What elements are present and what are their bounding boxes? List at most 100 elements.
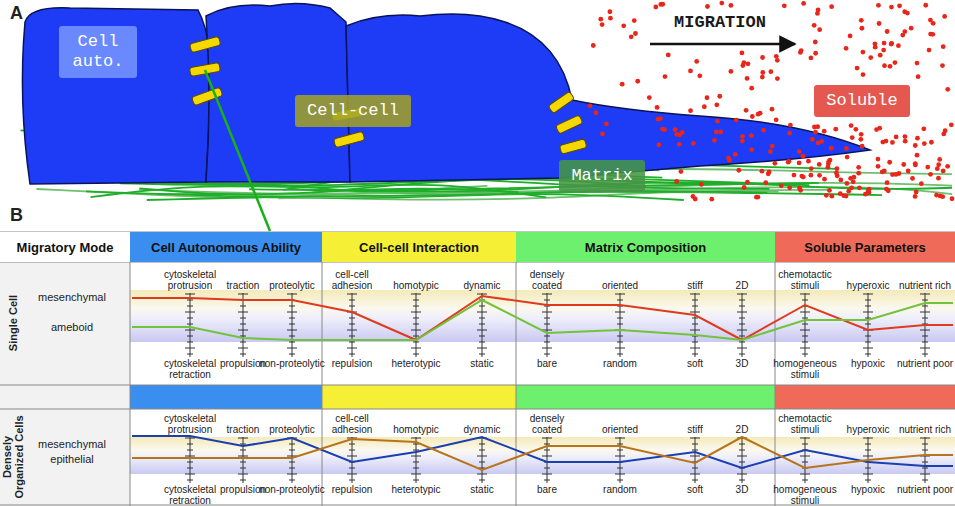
axis-pole: soft: [662, 359, 728, 370]
soluble-dot: [694, 59, 699, 64]
soluble-dot: [770, 144, 775, 149]
axis-pole: traction: [210, 281, 276, 292]
axis-pole: nutrient poor: [892, 485, 955, 496]
soluble-dot: [717, 94, 722, 99]
soluble-dot: [914, 190, 919, 195]
soluble-dot: [760, 169, 765, 174]
soluble-dot: [915, 136, 920, 141]
soluble-dot: [801, 1, 806, 6]
soluble-dot: [629, 34, 634, 39]
axis-pole: nutrient rich: [892, 281, 955, 292]
soluble-dot: [817, 27, 822, 32]
soluble-dot: [906, 169, 911, 174]
axis-pole: heterotypic: [383, 359, 449, 370]
soluble-dot: [745, 180, 750, 185]
soluble-dot: [591, 43, 596, 48]
soluble-dot: [688, 108, 693, 113]
soluble-dot: [822, 177, 827, 182]
axis-pole: proteolytic: [259, 425, 325, 436]
soluble-dot: [878, 53, 883, 58]
soluble-dot: [844, 46, 849, 51]
soluble-dot: [890, 140, 895, 145]
axis-line: [292, 293, 293, 357]
axis-pole: soft: [662, 485, 728, 496]
soluble-dot: [813, 51, 818, 56]
soluble-dot: [824, 193, 829, 198]
row-header: Single Cell: [8, 277, 20, 369]
soluble-dot: [774, 54, 779, 59]
soluble-dot: [816, 140, 821, 145]
axis-pole: 3D: [709, 359, 775, 370]
soluble-dot: [855, 66, 860, 71]
soluble-dot: [714, 102, 719, 107]
header-text: Matrix Composition: [585, 240, 706, 255]
soluble-dot: [922, 141, 927, 146]
soluble-dot: [779, 183, 784, 188]
soluble-dot: [853, 127, 858, 132]
spacer-strip: [322, 385, 516, 409]
axis-pole: chemotactic stimuli: [772, 414, 838, 435]
axis-pole: cell-cell adhesion: [319, 414, 385, 435]
column-header: Cell Autonomous Ability: [130, 232, 322, 262]
soluble-dot: [867, 187, 872, 192]
soluble-dot: [859, 132, 864, 137]
soluble-dot: [775, 76, 780, 81]
soluble-dot: [768, 69, 773, 74]
soluble-dot: [621, 23, 626, 28]
column-header: Migratory Mode: [0, 232, 130, 262]
soluble-dot: [788, 123, 793, 128]
soluble-dot: [910, 176, 915, 181]
axis-pole: non-proteolytic: [259, 485, 325, 496]
soluble-dot: [632, 18, 637, 23]
axis-pole: random: [587, 485, 653, 496]
soluble-dot: [760, 75, 765, 80]
axis-line: [620, 293, 621, 357]
axis-pole: dynamic: [449, 425, 515, 436]
soluble-dot: [749, 133, 754, 138]
soluble-dot: [896, 43, 901, 48]
axis-pole: 2D: [709, 281, 775, 292]
soluble-dot: [931, 21, 936, 26]
soluble-dot: [699, 182, 704, 187]
soluble-dot: [860, 144, 865, 149]
axis-pole: repulsion: [319, 359, 385, 370]
axis-pole: static: [449, 485, 515, 496]
soluble-dot: [902, 29, 907, 34]
leader-line: [205, 70, 270, 231]
soluble-dot: [756, 112, 761, 117]
soluble-dot: [746, 61, 751, 66]
axis-line: [547, 293, 548, 357]
soluble-dot: [815, 124, 820, 129]
soluble-dot: [688, 69, 693, 74]
soluble-dot: [604, 121, 609, 126]
soluble-dot: [808, 173, 813, 178]
soluble-dot: [940, 194, 945, 199]
soluble-dot: [736, 168, 741, 173]
soluble-dot: [774, 117, 779, 122]
soluble-dot: [620, 82, 625, 87]
soluble-dot: [945, 87, 950, 92]
soluble-dot: [829, 4, 834, 9]
axis-line: [416, 293, 417, 357]
soluble-dot: [812, 23, 817, 28]
axis-pole: 3D: [709, 485, 775, 496]
soluble-dot: [673, 127, 678, 132]
soluble-dot: [915, 153, 920, 158]
soluble-dot: [903, 139, 908, 144]
axis-pole: hypoxic: [835, 485, 901, 496]
soluble-dot: [801, 154, 806, 159]
soluble-dot: [608, 9, 613, 14]
mode-profile: [132, 300, 953, 340]
soluble-dot: [856, 171, 861, 176]
soluble-dot: [726, 156, 731, 161]
axis-pole: dynamic: [449, 281, 515, 292]
soluble-dot: [772, 161, 777, 166]
soluble-dot: [745, 76, 750, 81]
soluble-dot: [647, 95, 652, 100]
axis-line: [243, 293, 244, 357]
soluble-dot: [861, 72, 866, 77]
tag-text: Soluble: [826, 91, 897, 111]
soluble-dot: [825, 165, 830, 170]
soluble-dot: [857, 185, 862, 190]
axis-pole: 2D: [709, 425, 775, 436]
